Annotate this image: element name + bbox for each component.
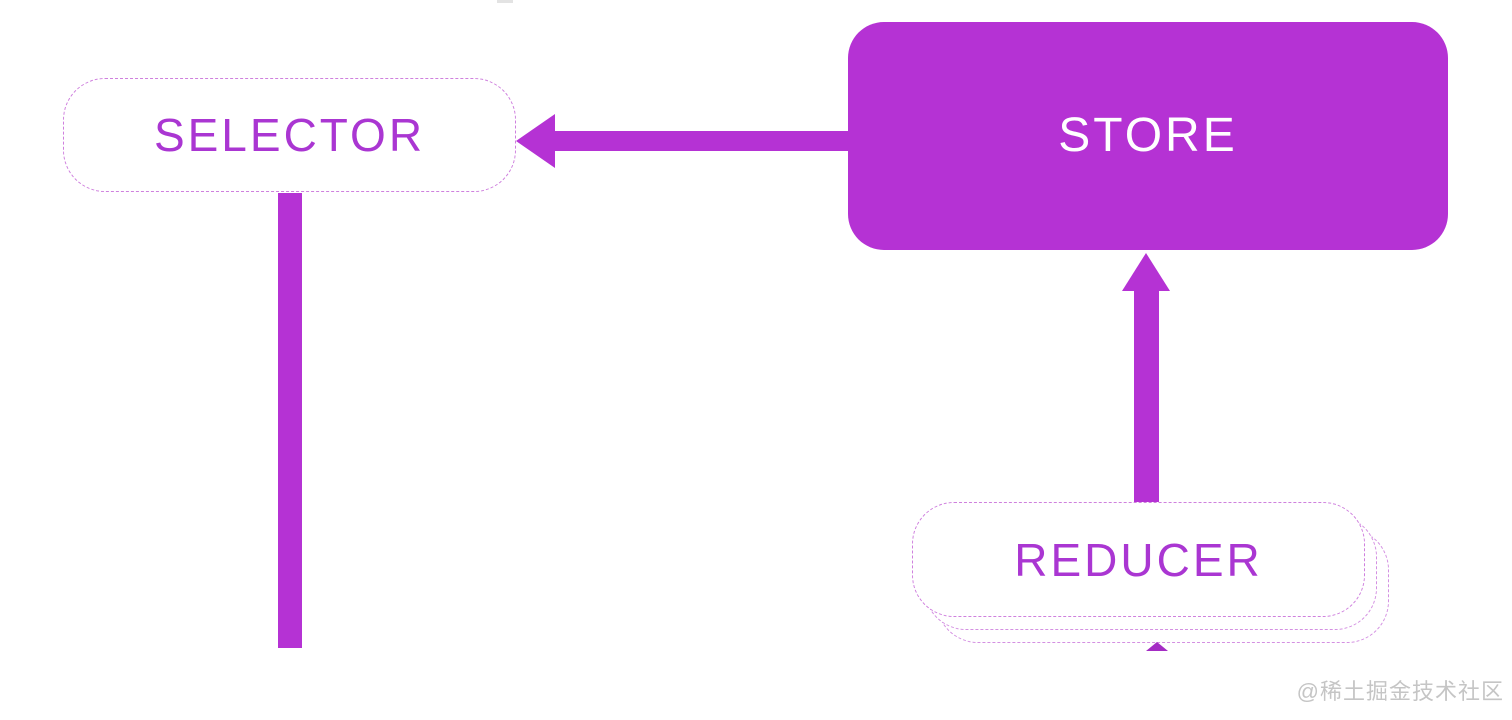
arrow-tip-below-reducer bbox=[1146, 642, 1168, 651]
arrow-store-to-selector-shaft bbox=[550, 131, 848, 151]
arrow-store-to-selector-head bbox=[516, 114, 555, 168]
watermark: @稀土掘金技术社区 bbox=[1296, 679, 1504, 704]
reducer-node: REDUCER bbox=[912, 502, 1365, 617]
store-node: STORE bbox=[848, 22, 1448, 250]
selector-label: SELECTOR bbox=[153, 109, 426, 161]
arrow-reducer-to-store-shaft bbox=[1134, 288, 1159, 503]
selector-node: SELECTOR bbox=[63, 78, 516, 192]
selector-output-line bbox=[278, 193, 302, 648]
store-label: STORE bbox=[1058, 109, 1238, 162]
arrow-reducer-to-store-head bbox=[1122, 253, 1170, 291]
reducer-label: REDUCER bbox=[1014, 533, 1263, 586]
cropped-edge-artifact bbox=[497, 0, 513, 3]
